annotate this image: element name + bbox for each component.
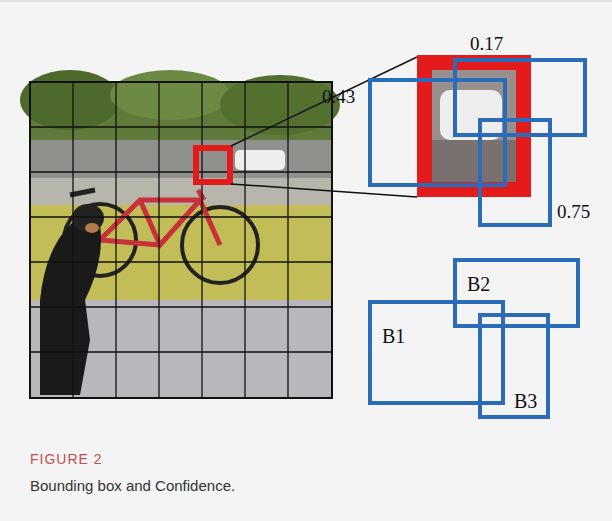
- box-label: B1: [382, 326, 405, 346]
- photo: [20, 70, 340, 398]
- confidence-value: 0.75: [557, 202, 590, 221]
- zoom-line: [231, 57, 417, 146]
- box-label: B3: [514, 391, 537, 411]
- bounding-box: B2: [453, 258, 580, 328]
- figure-caption: Bounding box and Confidence.: [30, 478, 235, 493]
- zoomed-cell: [417, 55, 531, 197]
- figure-number: FIGURE 2: [30, 452, 103, 466]
- bounding-box: B3: [478, 313, 550, 419]
- box-label: B2: [467, 274, 490, 294]
- confidence-value: 0.17: [470, 34, 503, 53]
- predicted-boxes: [370, 60, 585, 225]
- top-rule: [0, 1, 612, 2]
- confidence-value: 0.43: [322, 87, 355, 106]
